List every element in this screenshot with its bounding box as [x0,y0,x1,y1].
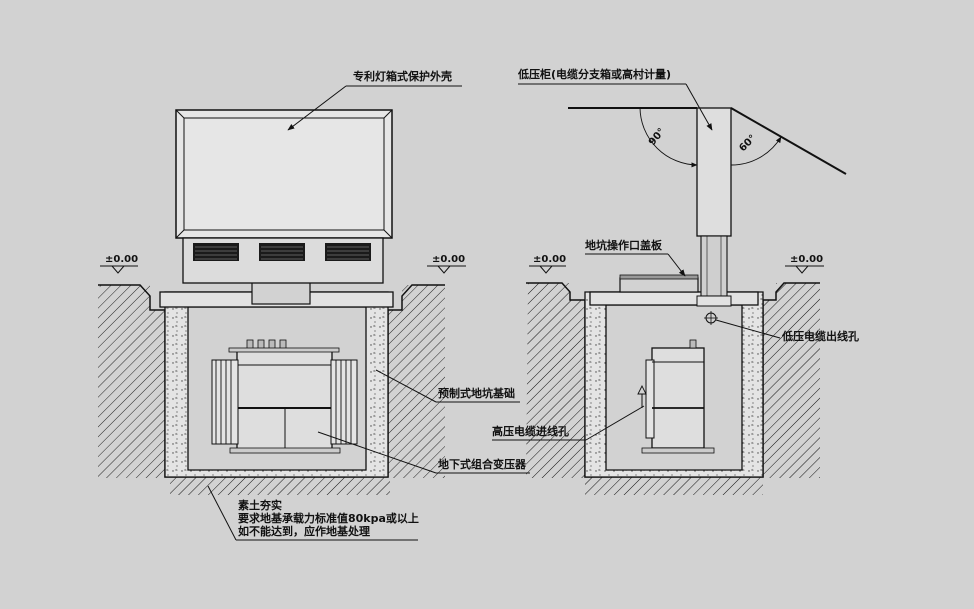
right-assembly: ±0.00 ±0.00 90° 60° [492,67,859,495]
level-text: ±0.00 [533,254,566,265]
left-assembly: ±0.00 ±0.00 [98,69,530,541]
leader-soil: 素土夯实 要求地基承载力标准值80kpa或以上 如不能达到，应作地基处理 [207,485,419,541]
leader-prefab-base: 预制式地坑基础 [375,369,520,403]
transformer-left [211,339,358,454]
radiator-fins-left [211,359,239,445]
level-text: ±0.00 [790,254,823,265]
level-marker-left-2: ±0.00 [427,254,466,274]
concrete-pit-left [159,281,394,478]
angle-90: 90° [647,126,668,148]
leader-lv-cabinet: 低压柜(电缆分支箱或高村计量) [517,67,713,131]
leader-lv-outlet: 低压电缆出线孔 [715,319,859,343]
level-text: ±0.00 [432,254,465,265]
leader-hv-inlet: 高压电缆进线孔 [492,405,645,441]
level-marker-left-1: ±0.00 [100,254,138,274]
level-marker-right-1: ±0.00 [529,254,566,274]
leader-pit-cover: 地坑操作口盖板 [585,238,686,277]
label-transformer: 地下式组合变压器 [438,457,527,471]
label-lv-outlet: 低压电缆出线孔 [781,329,859,343]
label-soil-1: 素土夯实 [238,498,282,512]
radiator-fins-right [330,359,358,445]
vent-grille-2 [259,243,305,261]
label-soil-2: 要求地基承载力标准值80kpa或以上 [238,511,419,525]
vent-grille-3 [325,243,371,261]
transformer-right [641,339,715,454]
level-marker-right-2: ±0.00 [785,254,824,274]
lv-cabinet: 90° 60° [568,107,847,307]
label-pit-cover: 地坑操作口盖板 [585,238,663,252]
lv-outlet-hole [704,311,718,325]
leader-shell: 专利灯箱式保护外壳 [287,69,462,131]
label-prefab-base: 预制式地坑基础 [438,386,515,400]
level-text: ±0.00 [105,254,138,265]
label-shell: 专利灯箱式保护外壳 [353,69,452,83]
bushings [228,339,340,353]
vent-grille-1 [193,243,239,261]
lightbox-shell [175,109,393,284]
label-soil-3: 如不能达到，应作地基处理 [238,524,370,538]
ground-hatch-left [98,284,445,495]
label-lv-cabinet: 低压柜(电缆分支箱或高村计量) [517,67,671,81]
leader-transformer: 地下式组合变压器 [317,431,530,474]
angle-60: 60° [737,133,758,154]
concrete-pit-right [584,274,764,478]
hv-inlet-hole [637,384,647,408]
label-hv-inlet: 高压电缆进线孔 [492,424,569,438]
